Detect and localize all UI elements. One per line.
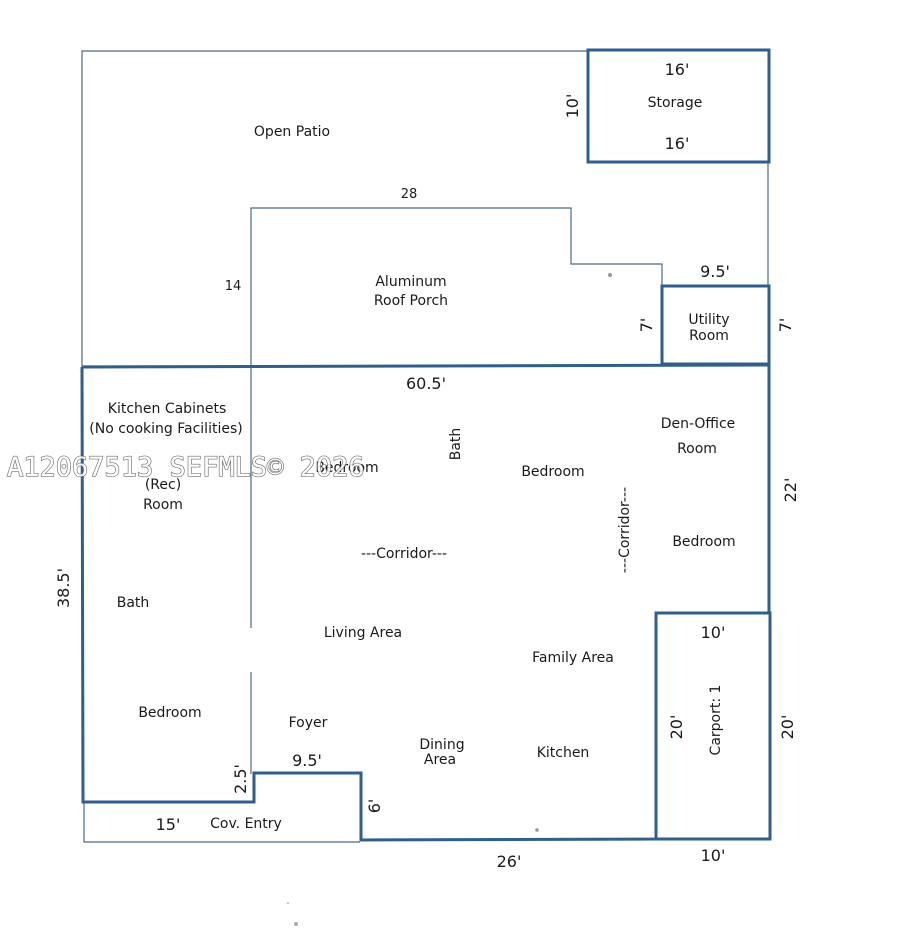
dimension-porch-top: 28 — [401, 187, 418, 202]
open-patio-label: Open Patio — [254, 124, 330, 140]
dimension-storage-bottom: 16' — [665, 134, 690, 153]
cov-entry-label: Cov. Entry — [210, 816, 282, 832]
dimension-utility-right: 7' — [776, 318, 795, 333]
scan-speck — [535, 828, 539, 832]
house-outline — [80, 363, 771, 842]
kitchen-cabinets-note: (No cooking Facilities) — [89, 421, 242, 437]
den-office-label-2: Room — [677, 441, 717, 457]
utility-room-label: Utility — [688, 312, 729, 328]
dining-area-label-2: Area — [424, 752, 456, 768]
aluminum-roof-porch-label: Aluminum — [375, 274, 446, 290]
family-area-label: Family Area — [532, 650, 614, 666]
dimension-bottom-main: 26' — [497, 852, 522, 871]
dimension-utility-top: 9.5' — [700, 262, 730, 281]
carport-label: Carport: 1 — [708, 685, 724, 756]
scan-speck — [294, 922, 298, 926]
dimension-storage-top: 16' — [665, 60, 690, 79]
storage-outline — [586, 48, 771, 164]
aluminum-roof-porch-label-2: Roof Porch — [374, 293, 448, 309]
dimension-entry-bottom: 15' — [156, 815, 181, 834]
dimension-utility-left: 7' — [637, 318, 656, 333]
rec-room-label: (Rec) — [145, 477, 181, 493]
bedroom-center-label: Bedroom — [521, 464, 584, 480]
dimension-porch-side: 14 — [225, 279, 242, 294]
bedroom-right-label: Bedroom — [672, 534, 735, 550]
dimension-foyer-step: 6' — [365, 799, 384, 814]
bedroom-watermarked-label: Bedroom — [315, 460, 378, 476]
mls-watermark: A12067513 SEFMLS© 2026 — [7, 452, 365, 483]
foyer-label: Foyer — [289, 715, 328, 731]
dimension-carport-top: 10' — [701, 623, 726, 642]
bedroom-left-label: Bedroom — [138, 705, 201, 721]
corridor-horizontal-label: ---Corridor--- — [361, 546, 447, 562]
storage-label: Storage — [648, 95, 703, 111]
scan-speck — [608, 273, 612, 277]
utility-room-label-2: Room — [689, 328, 729, 344]
dimension-house-top: 60.5' — [406, 374, 446, 393]
rec-room-label-2: Room — [143, 497, 183, 513]
bath-center-label: Bath — [448, 428, 464, 461]
corridor-vertical-label: ---Corridor--- — [617, 487, 633, 573]
bath-left-label: Bath — [117, 595, 150, 611]
carport-outline — [654, 611, 772, 841]
dimension-carport-right: 20' — [778, 715, 797, 740]
scan-speck — [287, 902, 289, 904]
dimension-storage-side: 10' — [563, 94, 582, 119]
dimension-entry-step: 2.5' — [231, 764, 250, 794]
dimension-carport-left: 20' — [667, 715, 686, 740]
kitchen-cabinets-label: Kitchen Cabinets — [108, 401, 226, 417]
living-area-label: Living Area — [324, 625, 402, 641]
dimension-right-upper: 22' — [781, 478, 800, 503]
dining-area-label: Dining — [419, 737, 464, 753]
kitchen-label: Kitchen — [537, 745, 590, 761]
cov-entry-outline — [83, 802, 360, 843]
dimension-carport-bottom: 10' — [701, 846, 726, 865]
den-office-label: Den-Office — [661, 416, 736, 432]
porch-outline — [250, 207, 663, 366]
dimension-house-left: 38.5' — [54, 568, 73, 608]
dimension-foyer-top: 9.5' — [292, 751, 322, 770]
